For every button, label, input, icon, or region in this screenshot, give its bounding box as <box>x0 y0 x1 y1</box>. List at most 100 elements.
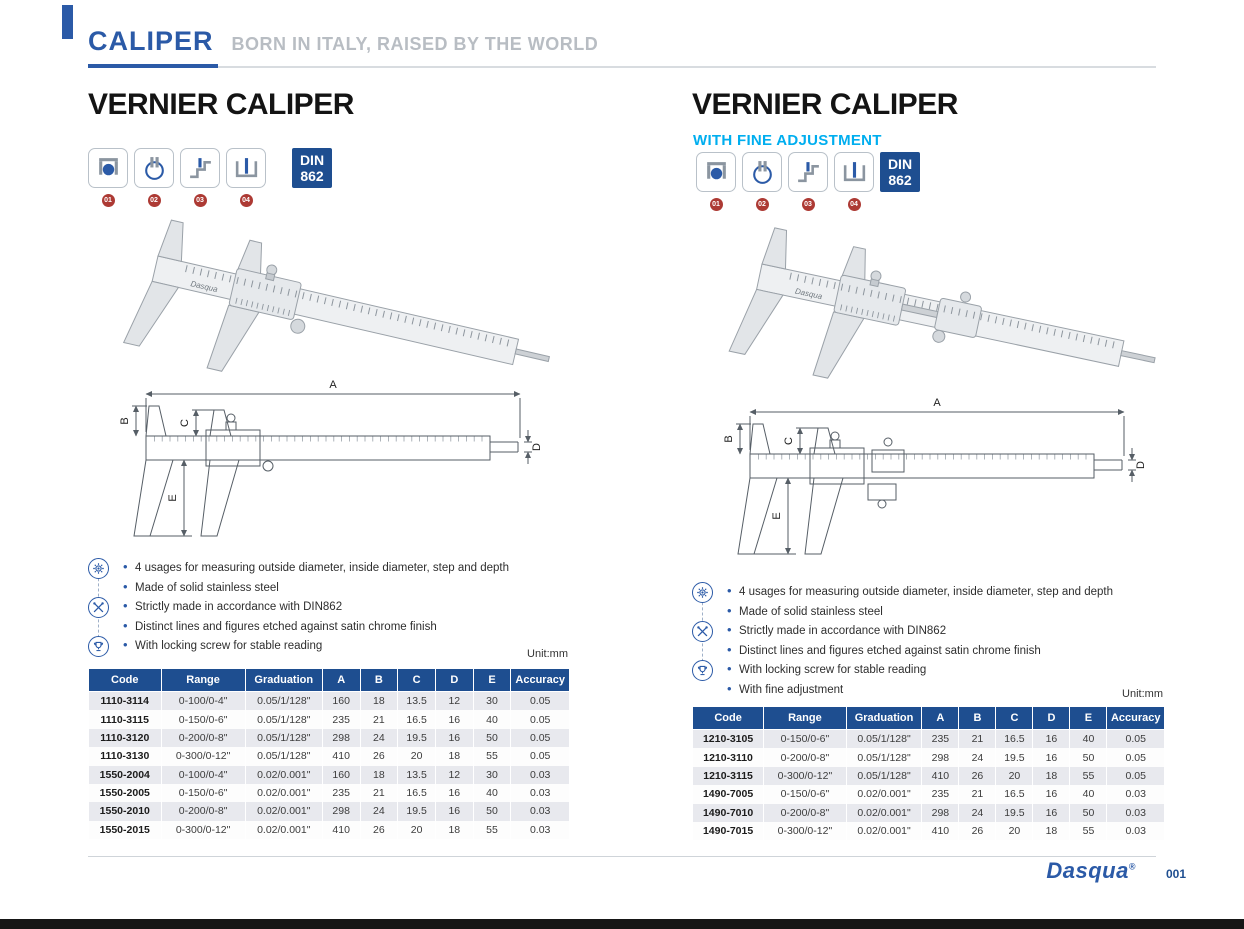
table-cell: 298 <box>921 803 960 822</box>
feature-list: 4 usages for measuring outside diameter,… <box>726 585 1113 703</box>
table-cell: 24 <box>359 802 399 821</box>
table-cell: 40 <box>1069 785 1108 804</box>
column-header: A <box>921 706 960 730</box>
code-cell: 1490-7015 <box>691 821 765 841</box>
table-cell: 0.02/0.001" <box>244 783 323 803</box>
column-header: D <box>1032 706 1071 730</box>
header-divider <box>88 66 1156 68</box>
usage-step-number: 04 <box>847 198 861 211</box>
usage-step-number: 02 <box>755 198 769 211</box>
table-cell: 26 <box>958 766 997 786</box>
table-cell: 26 <box>359 747 399 766</box>
table-cell: 0.05/1/128" <box>845 729 923 749</box>
feature-item: 4 usages for measuring outside diameter,… <box>726 585 1113 599</box>
table-cell: 18 <box>434 747 474 766</box>
outside-measure-icon <box>696 152 736 192</box>
usage-number-1: 01 <box>696 198 736 211</box>
column-header: Accuracy <box>510 668 570 692</box>
header-divider-accent <box>88 64 218 68</box>
feature-item: With locking screw for stable reading <box>726 663 1113 677</box>
table-cell: 20 <box>397 820 436 839</box>
caliper-product-photo: Dasqua <box>728 227 1156 379</box>
table-cell: 298 <box>921 748 960 767</box>
column-header: Accuracy <box>1106 706 1165 730</box>
feature-item: With locking screw for stable reading <box>122 639 509 653</box>
usage-step-number: 03 <box>801 198 815 211</box>
usage-number-row: 01 02 03 04 <box>696 198 874 211</box>
table-cell: 410 <box>321 747 361 766</box>
table-cell: 16 <box>434 728 474 748</box>
dim-label-d: D <box>531 443 543 451</box>
table-cell: 16 <box>1032 729 1071 749</box>
table-cell: 0-300/0-12" <box>763 821 847 841</box>
features-block: 4 usages for measuring outside diameter,… <box>88 558 509 660</box>
table-cell: 0.03 <box>1106 821 1165 841</box>
table-cell: 19.5 <box>397 802 436 821</box>
table-cell: 0-150/0-6" <box>763 785 847 804</box>
table-cell: 55 <box>472 820 512 839</box>
inside-measure-icon <box>742 152 782 192</box>
table-cell: 50 <box>472 728 512 748</box>
code-cell: 1550-2015 <box>88 820 162 839</box>
table-cell: 40 <box>472 783 512 803</box>
table-cell: 50 <box>472 802 512 821</box>
feature-item: Made of solid stainless steel <box>122 581 509 595</box>
trophy-icon <box>692 660 713 681</box>
footer-divider <box>88 856 1156 857</box>
table-cell: 18 <box>1032 766 1071 786</box>
usage-step-number: 01 <box>101 194 115 207</box>
table-cell: 0.02/0.001" <box>845 785 923 804</box>
table-cell: 0.02/0.001" <box>845 821 923 841</box>
outside-measure-icon <box>88 148 128 188</box>
table-cell: 16.5 <box>397 710 436 729</box>
feature-item: Made of solid stainless steel <box>726 605 1113 619</box>
depth-measure-icon <box>834 152 874 192</box>
table-cell: 24 <box>359 728 399 748</box>
table-cell: 21 <box>359 710 399 729</box>
table-cell: 410 <box>921 821 960 841</box>
trophy-icon <box>88 636 109 657</box>
usage-number-4: 04 <box>834 198 874 211</box>
table-cell: 18 <box>434 820 474 839</box>
table-cell: 50 <box>1069 803 1108 822</box>
product-title: VERNIER CALIPER <box>88 88 354 121</box>
table-cell: 235 <box>921 729 960 749</box>
table-cell: 298 <box>321 802 361 821</box>
table-cell: 20 <box>397 747 436 766</box>
table-cell: 0-200/0-8" <box>763 803 847 822</box>
table-cell: 40 <box>1069 729 1108 749</box>
table-cell: 16.5 <box>995 729 1034 749</box>
dim-label-e: E <box>771 512 783 519</box>
table-cell: 18 <box>1032 821 1071 841</box>
code-cell: 1490-7005 <box>691 785 765 804</box>
table-cell: 16 <box>434 802 474 821</box>
usage-step-number: 04 <box>239 194 253 207</box>
table-cell: 16.5 <box>397 783 436 803</box>
usage-step-number: 01 <box>709 198 723 211</box>
code-cell: 1210-3105 <box>691 729 765 749</box>
table-cell: 0-100/0-4" <box>160 691 246 711</box>
table-cell: 26 <box>958 821 997 841</box>
page-number: 001 <box>1165 867 1186 881</box>
feature-item: 4 usages for measuring outside diameter,… <box>122 561 509 575</box>
table-cell: 16.5 <box>995 785 1034 804</box>
table-cell: 0-150/0-6" <box>763 729 847 749</box>
depth-measure-icon <box>226 148 266 188</box>
table-cell: 12 <box>434 691 474 711</box>
table-cell: 0.03 <box>510 802 570 821</box>
table-cell: 20 <box>995 766 1034 786</box>
gear-icon <box>692 582 713 603</box>
table-cell: 16 <box>434 783 474 803</box>
table-cell: 0.05/1/128" <box>845 766 923 786</box>
din-862-badge: DIN 862 <box>880 152 920 192</box>
brand-logo: Dasqua® <box>1046 858 1136 884</box>
usage-number-3: 03 <box>788 198 828 211</box>
